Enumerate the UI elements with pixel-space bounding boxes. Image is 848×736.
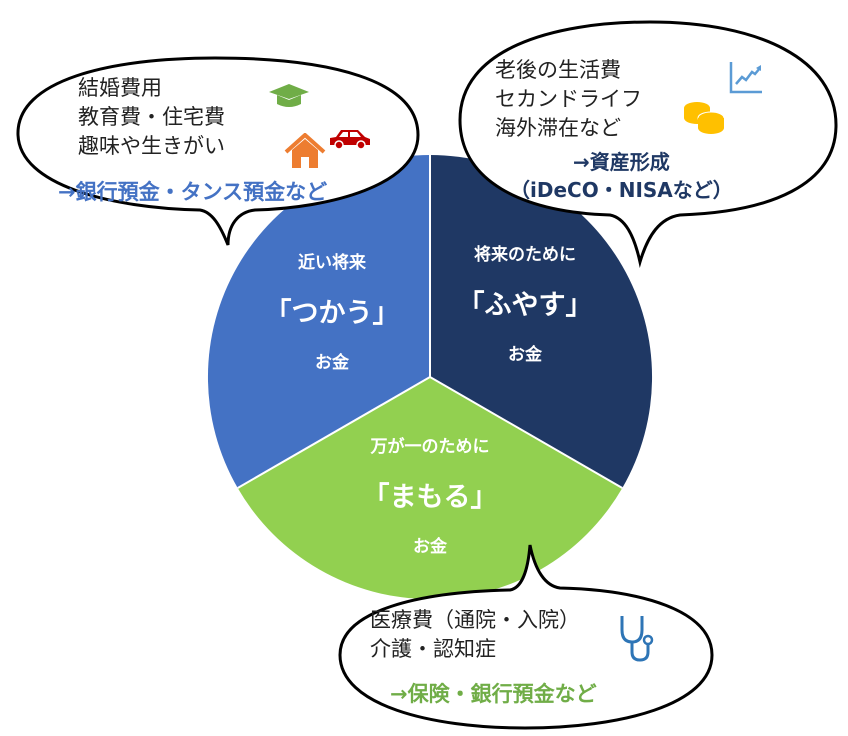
protect-examples: 医療費（通院・入院） 介護・認知症: [370, 608, 580, 661]
segment-label-grow: 将来のために 「ふやす」 お金: [457, 245, 593, 365]
segment-label-use: 近い将来 「つかう」 お金: [264, 253, 400, 373]
pie-segment-grow: [430, 154, 653, 488]
grow-examples: 老後の生活費 セカンドライフ 海外滞在など: [495, 58, 642, 140]
segment-label-protect: 万が一のために 「まもる」 お金: [362, 437, 498, 557]
house-icon: [284, 133, 326, 168]
speech-bubble-grow: [458, 20, 838, 268]
grow-result: →資産形成: [573, 150, 670, 174]
graduation-cap-icon: [269, 84, 309, 107]
car-icon: [330, 130, 370, 150]
chart-up-icon: [729, 62, 762, 94]
use-result: →銀行預金・タンス預金など: [58, 180, 328, 204]
coins-icon: [684, 102, 725, 134]
speech-bubble-use: [16, 56, 420, 246]
pie-segment-use: [207, 154, 430, 488]
speech-bubble-protect: [338, 544, 714, 730]
use-examples: 結婚費用 教育費・住宅費 趣味や生きがい: [78, 76, 225, 158]
grow-result-examples: （iDeCO・NISAなど）: [510, 178, 733, 202]
stethoscope-icon: [620, 616, 654, 662]
protect-result: →保険・銀行預金など: [390, 682, 597, 706]
